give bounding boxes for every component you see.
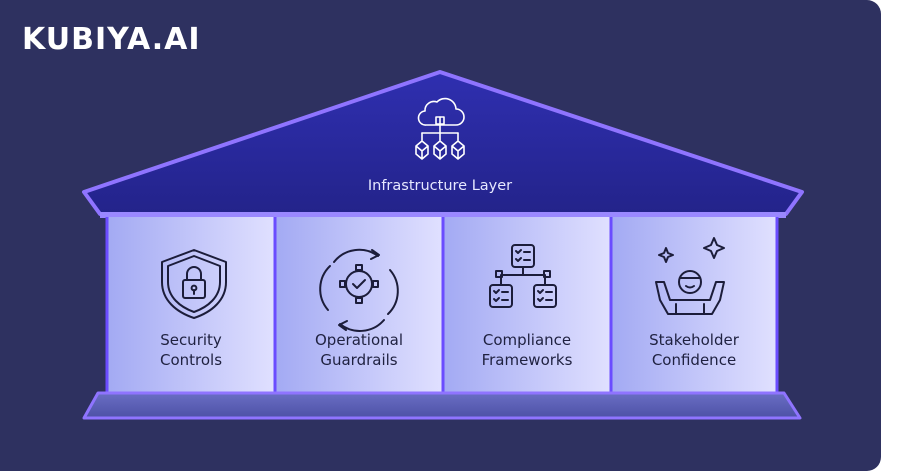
pillar-compliance-line2: Frameworks <box>481 351 573 369</box>
pillar-security-line1: Security <box>160 331 222 349</box>
pillar-guardrails-line2: Guardrails <box>320 351 398 369</box>
celebrating-person-icon <box>655 237 725 315</box>
kubiya-logo: KUBIYA.AI <box>22 22 201 57</box>
infrastructure-layer-label: Infrastructure Layer <box>367 178 513 194</box>
cloud-network-icon <box>415 97 465 160</box>
pillar-guardrails <box>276 217 442 393</box>
pillar-confidence-label: Stakeholder Confidence <box>612 330 776 370</box>
pillar-compliance <box>444 217 610 393</box>
checklist-flow-icon <box>489 244 557 308</box>
shield-lock-icon <box>161 249 227 319</box>
pillar-guardrails-label: Operational Guardrails <box>276 330 442 370</box>
pillar-security <box>108 217 274 393</box>
pillar-guardrails-line1: Operational <box>314 331 403 349</box>
temple-base <box>82 391 802 420</box>
frieze <box>100 212 786 218</box>
pillar-compliance-label: Compliance Frameworks <box>444 330 610 370</box>
pillar-confidence-line1: Stakeholder <box>649 331 739 349</box>
pillar-confidence-line2: Confidence <box>651 351 737 369</box>
pillar-security-label: Security Controls <box>108 330 274 370</box>
pillar-security-line2: Controls <box>159 351 223 369</box>
pillar-compliance-line1: Compliance <box>482 331 572 349</box>
pillar-confidence <box>612 217 776 393</box>
gear-cycle-icon <box>319 248 399 332</box>
